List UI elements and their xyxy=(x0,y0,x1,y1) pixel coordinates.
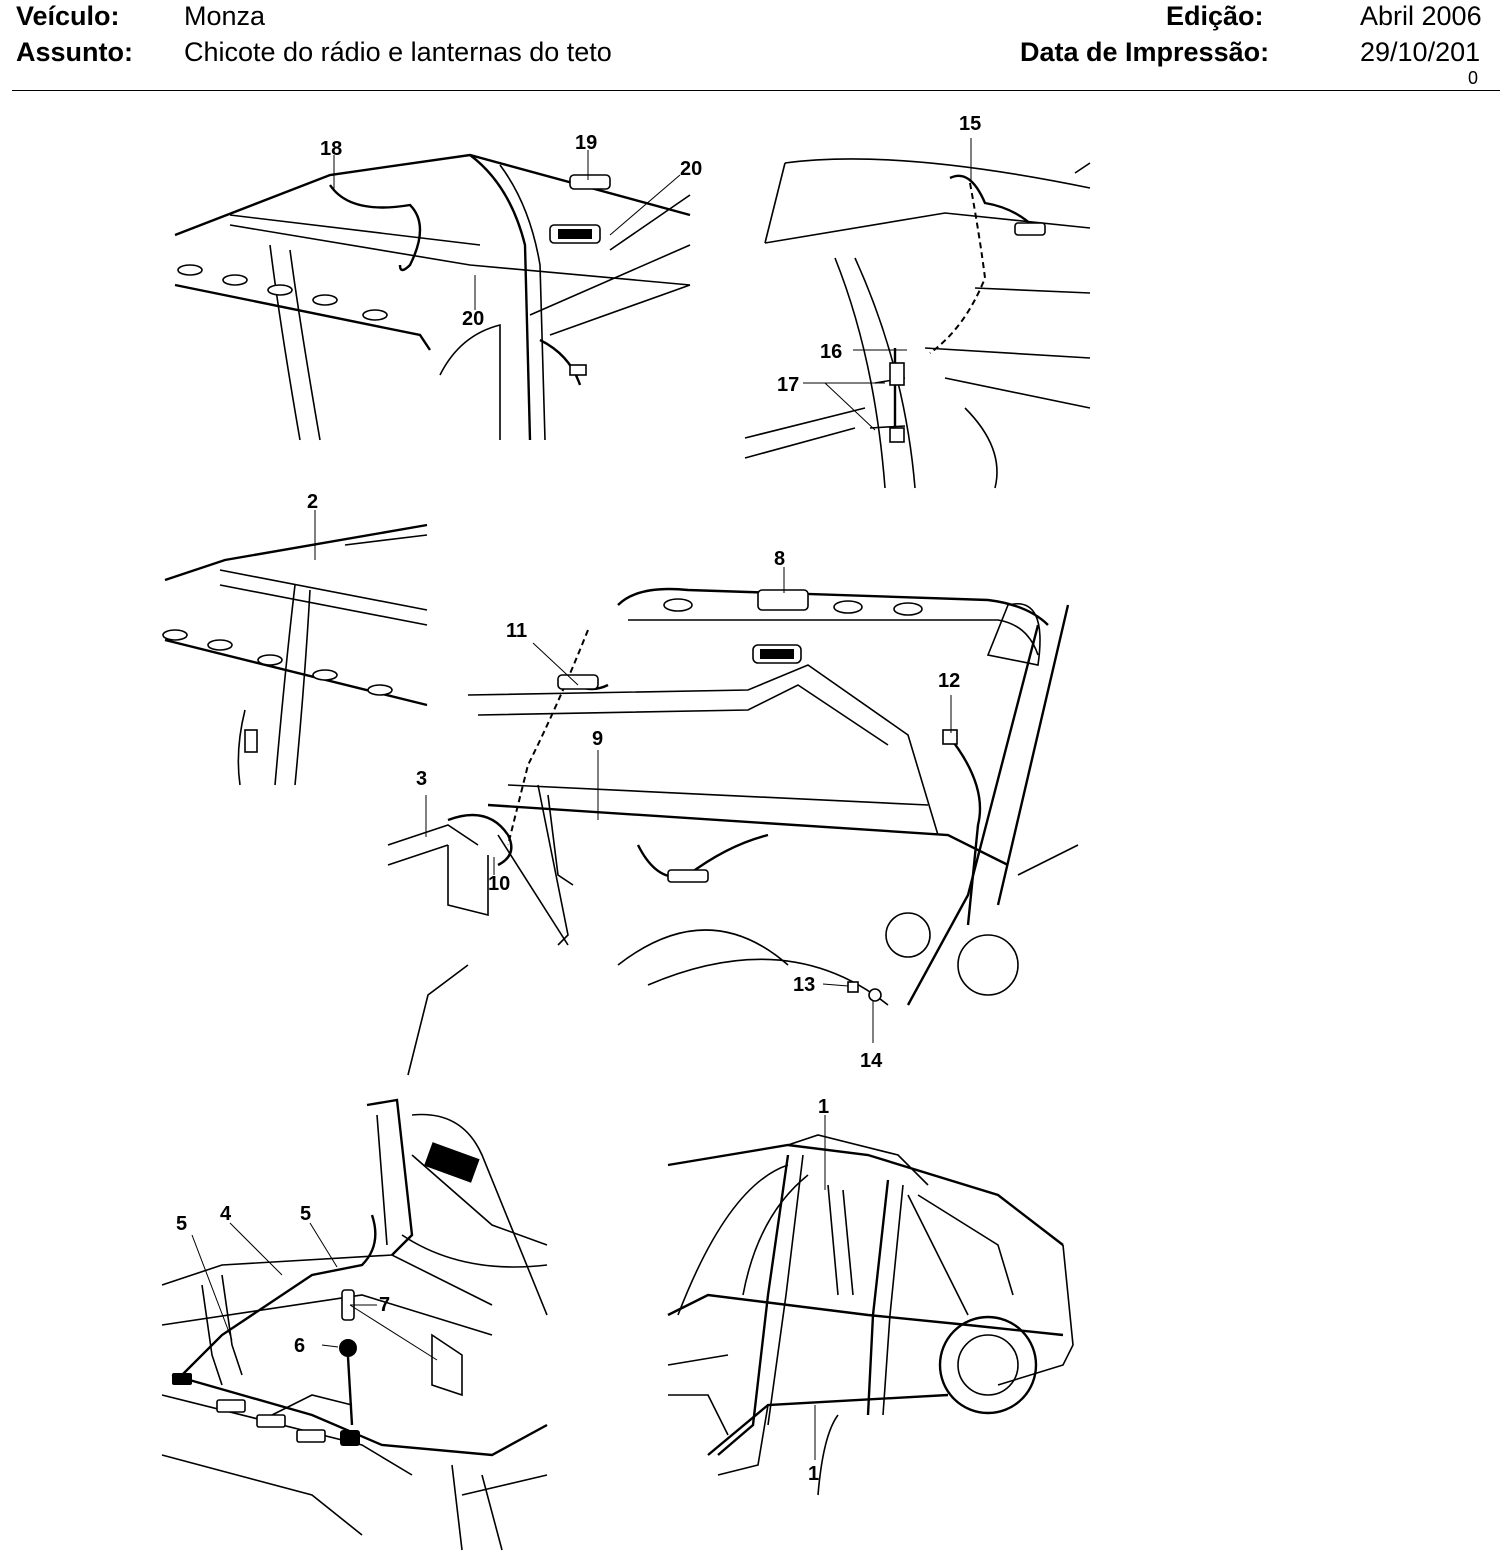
callout-4: 4 xyxy=(220,1203,232,1225)
callout-19: 19 xyxy=(575,132,597,154)
vehicle-label: Veículo: xyxy=(16,1,120,31)
callout-17: 17 xyxy=(777,374,799,396)
callout-3: 3 xyxy=(416,768,427,790)
callout-7: 7 xyxy=(379,1294,390,1316)
header-divider xyxy=(12,90,1500,91)
callout-5-left: 5 xyxy=(176,1213,187,1235)
figure-vehicle-body: 1 1 xyxy=(667,1095,1074,1500)
callout-12: 12 xyxy=(938,670,960,692)
edition-label: Edição: xyxy=(1166,1,1264,31)
subject-label: Assunto: xyxy=(16,37,133,67)
callout-14: 14 xyxy=(860,1050,883,1072)
callout-10: 10 xyxy=(488,873,510,895)
callout-20-upper: 20 xyxy=(680,158,702,180)
print-date-overflow: 0 xyxy=(1468,68,1479,88)
callout-1-top: 1 xyxy=(818,1096,829,1118)
figure-rear-pillar: 15 16 17 xyxy=(744,108,1091,489)
callout-13: 13 xyxy=(793,974,815,996)
callout-20-lower: 20 xyxy=(462,308,484,330)
figure-roof-dome-lights: 18 19 20 20 xyxy=(170,125,702,445)
vehicle-value: Monza xyxy=(184,1,266,31)
callout-5-right: 5 xyxy=(300,1203,311,1225)
callout-6: 6 xyxy=(294,1335,305,1357)
callout-1-bottom: 1 xyxy=(808,1463,819,1485)
callout-16: 16 xyxy=(820,341,842,363)
callout-2: 2 xyxy=(307,491,318,513)
print-date-value: 29/10/201 xyxy=(1360,37,1481,67)
figure-rear-interior: 8 11 12 9 3 10 13 14 xyxy=(387,545,1090,1076)
callout-8: 8 xyxy=(774,548,785,570)
callout-15: 15 xyxy=(959,113,981,135)
callout-11: 11 xyxy=(506,620,527,642)
figure-radio-harness: 5 4 5 6 7 xyxy=(161,1095,548,1551)
edition-value: Abril 2006 xyxy=(1360,1,1482,31)
callout-9: 9 xyxy=(592,728,603,750)
callout-18: 18 xyxy=(320,138,342,160)
print-date-label: Data de Impressão: xyxy=(1020,37,1270,67)
subject-value: Chicote do rádio e lanternas do teto xyxy=(184,37,612,67)
figure-roof-frame: 2 xyxy=(162,490,428,786)
